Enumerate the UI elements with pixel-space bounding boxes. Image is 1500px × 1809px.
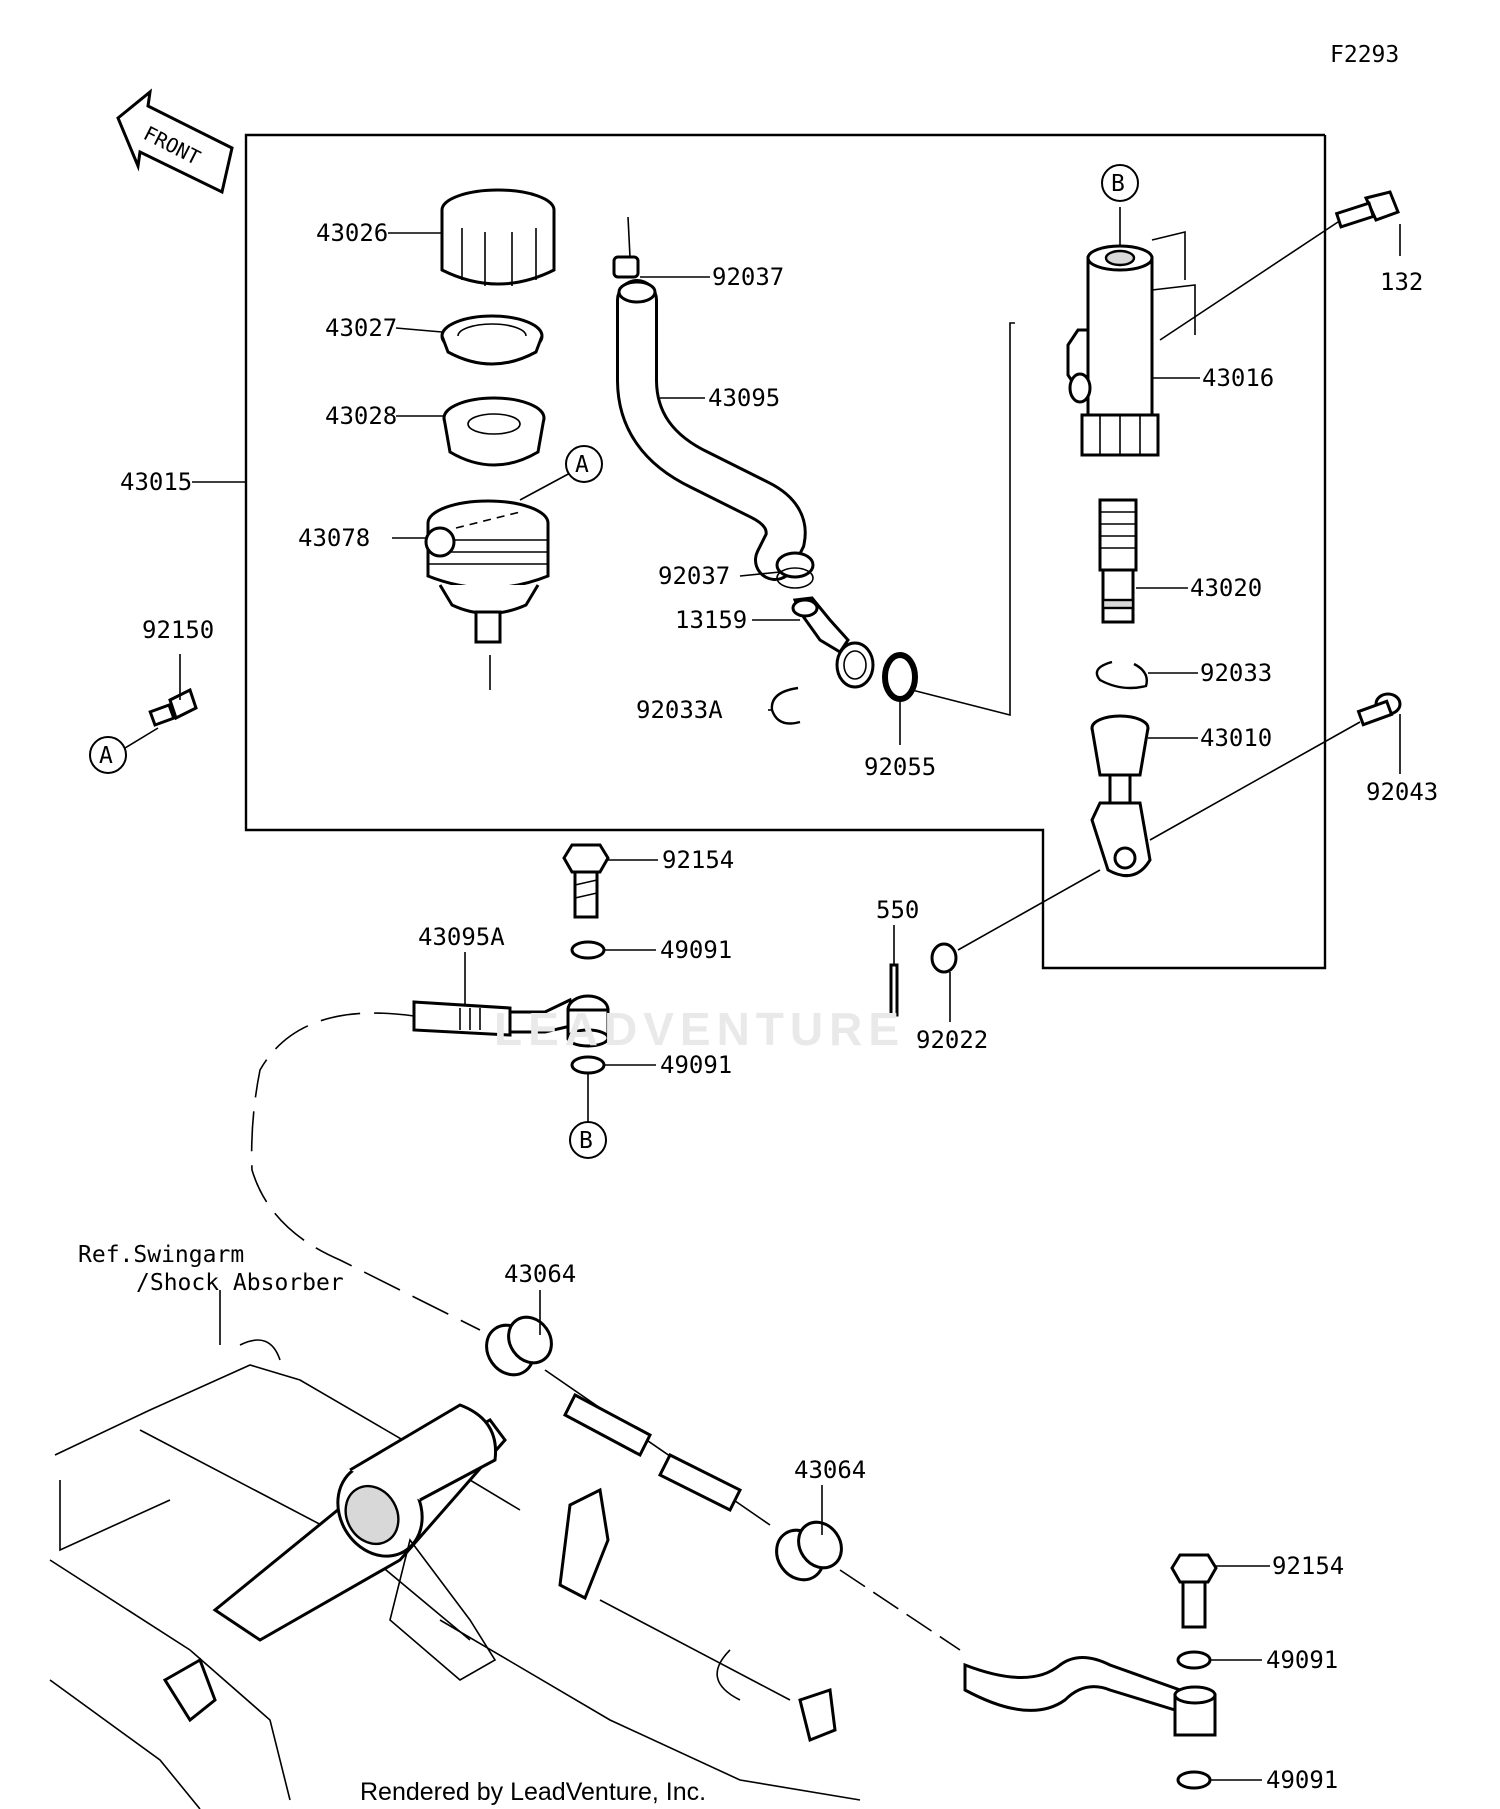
washer-49091-c [1176, 1650, 1212, 1670]
figure-id: F2293 [1330, 42, 1399, 68]
label-92043: 92043 [1366, 778, 1438, 806]
watermark: LEADVENTURE [494, 1003, 905, 1055]
label-92055: 92055 [864, 753, 936, 781]
svg-text:A: A [575, 452, 589, 478]
label-49091-a: 49091 [660, 936, 732, 964]
label-92037-top: 92037 [712, 263, 784, 291]
label-49091-c: 49091 [1266, 1646, 1338, 1674]
clamp-92037-top [612, 216, 640, 279]
callout-a-left: A [89, 736, 127, 774]
diaphragm-43028 [442, 396, 546, 467]
label-43095A: 43095A [418, 923, 505, 951]
label-92150: 92150 [142, 616, 214, 644]
label-43078: 43078 [298, 524, 370, 552]
pin-92043 [1149, 692, 1402, 841]
banjo-bolt-92154-bottom [1170, 1553, 1218, 1629]
reservoir-cap-43026 [440, 188, 556, 286]
banjo-bolt-92154-top [562, 843, 610, 919]
circlip-92033A [770, 686, 801, 725]
bolt-92150 [148, 687, 198, 727]
label-43064-b: 43064 [794, 1456, 866, 1484]
svg-text:A: A [99, 743, 113, 769]
assembly-outline [244, 133, 1327, 970]
leader-lines [124, 207, 1401, 1781]
reservoir-43078 [424, 499, 550, 690]
callout-b-bottom: B [569, 1121, 607, 1159]
swingarm-reference [49, 1290, 861, 1809]
label-43020: 43020 [1190, 574, 1262, 602]
hose-lower-run [544, 1369, 1182, 1712]
label-92037-mid: 92037 [658, 562, 730, 590]
washer-92022 [930, 869, 1101, 974]
hose-43095 [616, 279, 807, 581]
washer-49091-a [570, 940, 606, 960]
label-43016: 43016 [1202, 364, 1274, 392]
front-arrow: FRONT [116, 88, 234, 195]
o-ring-92055 [882, 652, 918, 702]
label-92154-top: 92154 [662, 846, 734, 874]
brake-hose-43095A [250, 994, 610, 1331]
label-43015: 43015 [120, 468, 192, 496]
label-43026: 43026 [316, 219, 388, 247]
circlip-92033 [1095, 660, 1148, 690]
label-49091-b: 49091 [660, 1051, 732, 1079]
label-550: 550 [876, 896, 919, 924]
label-92022: 92022 [916, 1026, 988, 1054]
fitting-13159 [791, 596, 875, 689]
washer-49091-b [570, 1055, 606, 1075]
banjo-fitting-lower [1173, 1685, 1217, 1737]
bolt-132 [1159, 190, 1400, 341]
label-132: 132 [1380, 268, 1423, 296]
reference-note-line1: Ref.Swingarm [78, 1242, 244, 1268]
label-13159: 13159 [675, 606, 747, 634]
label-43010: 43010 [1200, 724, 1272, 752]
callout-a-top: A [565, 445, 603, 483]
label-43095: 43095 [708, 384, 780, 412]
svg-text:B: B [1111, 171, 1125, 197]
master-cylinder-43016 [1066, 230, 1196, 457]
diaphragm-plate-43027 [440, 314, 544, 366]
label-43027: 43027 [325, 314, 397, 342]
svg-text:B: B [579, 1128, 593, 1154]
label-92033: 92033 [1200, 659, 1272, 687]
label-92033A: 92033A [636, 696, 723, 724]
washer-49091-d [1176, 1770, 1212, 1790]
grommet-43064-b [775, 1520, 843, 1582]
push-rod-43010 [1090, 714, 1152, 878]
label-49091-d: 49091 [1266, 1766, 1338, 1794]
callout-b-top: B [1101, 164, 1139, 202]
clamp-92037-mid [775, 551, 815, 589]
footer-credit: Rendered by LeadVenture, Inc. [360, 1778, 706, 1806]
label-43064-a: 43064 [504, 1260, 576, 1288]
label-92154-bottom: 92154 [1272, 1552, 1344, 1580]
label-43028: 43028 [325, 402, 397, 430]
reference-note-line2: /Shock Absorber [136, 1270, 344, 1296]
piston-43020 [1098, 498, 1138, 624]
